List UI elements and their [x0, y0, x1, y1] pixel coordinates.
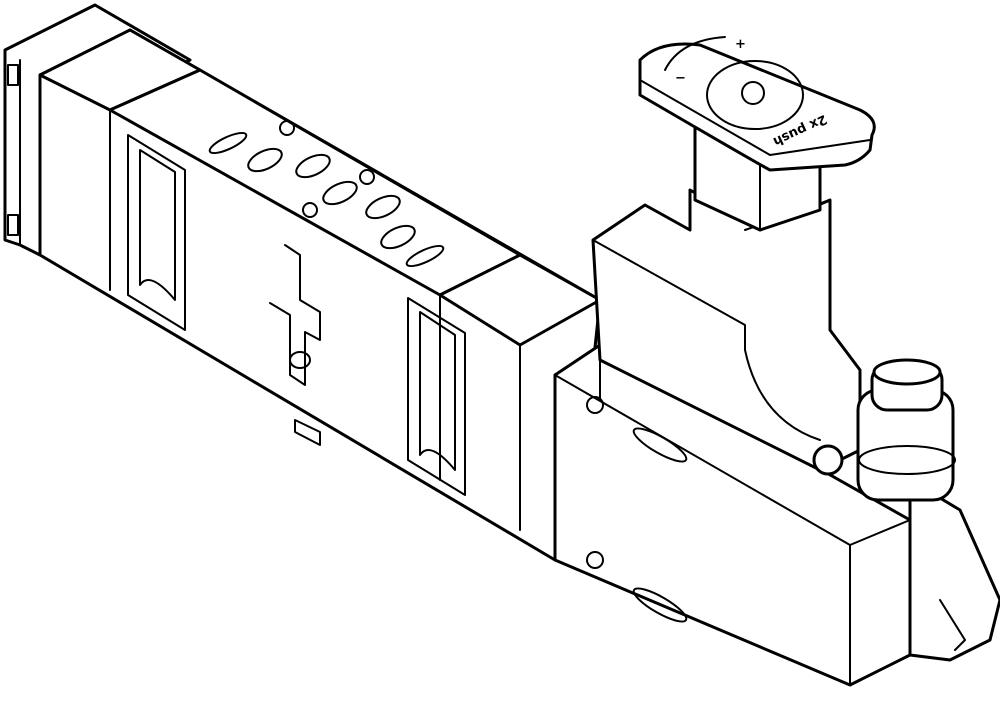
knob-plus-mark: + — [735, 37, 746, 52]
top-ports — [208, 120, 445, 268]
gauge-fitting — [856, 358, 956, 502]
knob-minus-mark: − — [675, 71, 686, 86]
main-body — [38, 28, 602, 562]
adjusting-knob: 2x push + − — [638, 36, 876, 172]
